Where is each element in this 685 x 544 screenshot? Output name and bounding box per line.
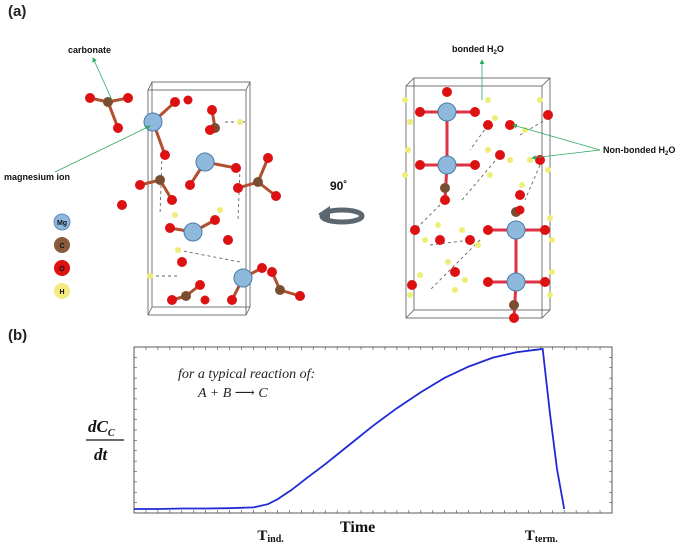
legend-c-label: C (59, 243, 64, 250)
annotation-line1: for a typical reaction of: (178, 367, 315, 382)
nonbonded-h2o-tail: O (668, 145, 675, 155)
x-axis-label: Time (340, 519, 375, 536)
chart: for a typical reaction of: A + B ⟶ C dCC… (86, 346, 613, 544)
left-unit-cell (147, 81, 251, 316)
nonbonded-h2o-label: Non-bonded H2O (603, 145, 675, 157)
left-hbonds (150, 121, 245, 277)
carbonate-arrow (92, 57, 113, 101)
legend-o-swatch (54, 260, 70, 276)
carbonate-label: carbonate (68, 45, 111, 55)
right-hbonds (414, 119, 546, 291)
legend-h-label: H (59, 289, 64, 296)
panel-b-label: (b) (8, 327, 27, 344)
y-label-denominator: dt (94, 445, 109, 464)
y-axis-label: dCC dt (86, 417, 124, 464)
bonded-h2o-text: bonded H (452, 44, 494, 54)
right-structure-atoms (402, 87, 555, 323)
minor-ticks (134, 347, 612, 513)
legend-mg-swatch (53, 213, 71, 231)
rate-curve (134, 348, 566, 510)
legend-mg-label: Mg (57, 220, 67, 227)
rotate-arrow-icon (318, 206, 365, 225)
nonbonded-h2o-arrow-2 (531, 149, 601, 160)
x-tick-t-term: Tterm. (525, 528, 559, 544)
bonded-h2o-sub: 2 (494, 50, 498, 56)
nonbonded-h2o-text: Non-bonded H (603, 145, 665, 155)
rotation-label: 90˚ (330, 179, 347, 193)
magnesium-ion-label: magnesium ion (4, 172, 70, 182)
annotation-line2: A + B ⟶ C (197, 386, 268, 401)
x-tick-t-ind: Tind. (257, 528, 284, 544)
y-label-numerator: dCC (88, 417, 115, 439)
legend-h-swatch (54, 283, 70, 299)
atom-legend: Mg C O H (53, 213, 71, 299)
panel-a-label: (a) (8, 3, 26, 20)
rotation-indicator: 90˚ (318, 179, 365, 225)
magnesium-ion-arrow (54, 125, 151, 173)
legend-c-swatch (54, 237, 70, 253)
nonbonded-h2o-sub: 2 (665, 151, 669, 157)
right-structure-bonds (418, 110, 547, 320)
nonbonded-h2o-arrow-1 (512, 123, 601, 151)
left-structure-atoms (85, 93, 305, 305)
bonded-h2o-label: bonded H2O (452, 44, 504, 56)
legend-o-label: O (59, 266, 65, 273)
bonded-h2o-tail: O (497, 44, 504, 54)
